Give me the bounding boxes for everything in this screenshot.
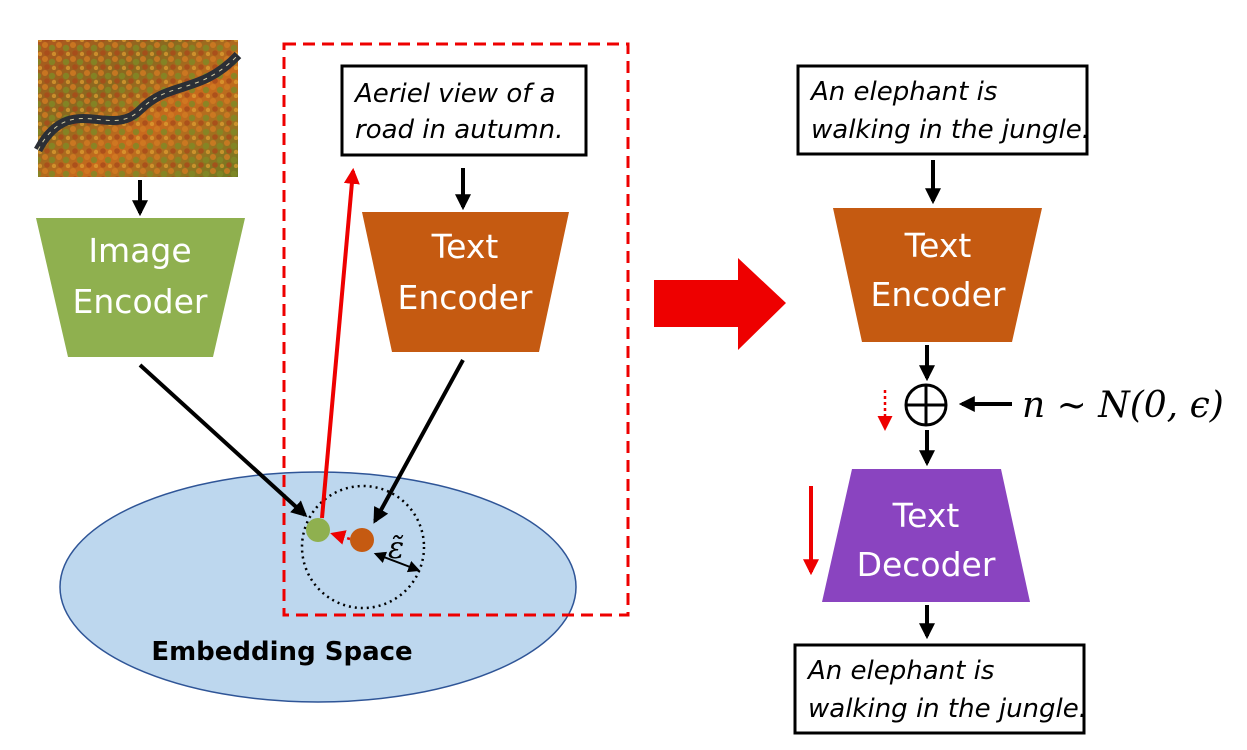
input-caption-box bbox=[796, 64, 1089, 156]
output-caption-line1: An elephant is bbox=[806, 656, 994, 686]
right-text-encoder-label-line2: Encoder bbox=[871, 275, 1006, 314]
input-caption-line1: An elephant is bbox=[809, 77, 997, 107]
text-decoder-block bbox=[822, 469, 1030, 602]
text-encoder-block bbox=[362, 212, 569, 352]
text-embedding-point bbox=[350, 528, 374, 552]
image-encoder-block bbox=[36, 218, 245, 357]
epsilon-radius-arrow bbox=[373, 551, 421, 573]
text-encoder-label-line2: Encoder bbox=[398, 278, 533, 317]
noise-sum-node bbox=[904, 383, 948, 427]
arrow-text-encoder-to-space bbox=[373, 359, 465, 524]
highlight-dashed-box bbox=[282, 42, 630, 617]
arrow-image-encoder-to-space bbox=[138, 363, 308, 518]
output-caption-line2: walking in the jungle. bbox=[808, 694, 1087, 724]
caption-line1: Aeriel view of a bbox=[353, 79, 556, 109]
noise-radius-circle bbox=[300, 484, 426, 610]
output-caption-box bbox=[793, 643, 1086, 735]
noise-distribution-label: n ~ N(0, ϵ) bbox=[1022, 385, 1224, 426]
transition-arrow bbox=[654, 258, 786, 350]
red-arrow-decode-to-caption bbox=[320, 167, 360, 519]
text-decoder-label-line1: Text bbox=[892, 496, 960, 535]
image-embedding-point bbox=[306, 518, 330, 542]
embedding-space-label: Embedding Space bbox=[151, 637, 412, 667]
text-decoder-label-line2: Decoder bbox=[857, 545, 996, 584]
aerial-road-photo bbox=[34, 40, 242, 177]
text-encoder-label-line1: Text bbox=[431, 227, 499, 266]
image-encoder-label-line2: Encoder bbox=[73, 282, 208, 321]
image-encoder-label-line1: Image bbox=[88, 231, 191, 270]
right-text-encoder-label-line1: Text bbox=[904, 226, 972, 265]
caption-line2: road in autumn. bbox=[355, 115, 563, 145]
input-caption-line2: walking in the jungle. bbox=[811, 115, 1090, 145]
red-dotted-arrow-gap bbox=[330, 530, 351, 545]
caption-box bbox=[340, 64, 588, 157]
embedding-space-ellipse bbox=[59, 471, 577, 703]
right-text-encoder-block bbox=[833, 208, 1042, 342]
epsilon-symbol: ε̃ bbox=[388, 531, 404, 566]
